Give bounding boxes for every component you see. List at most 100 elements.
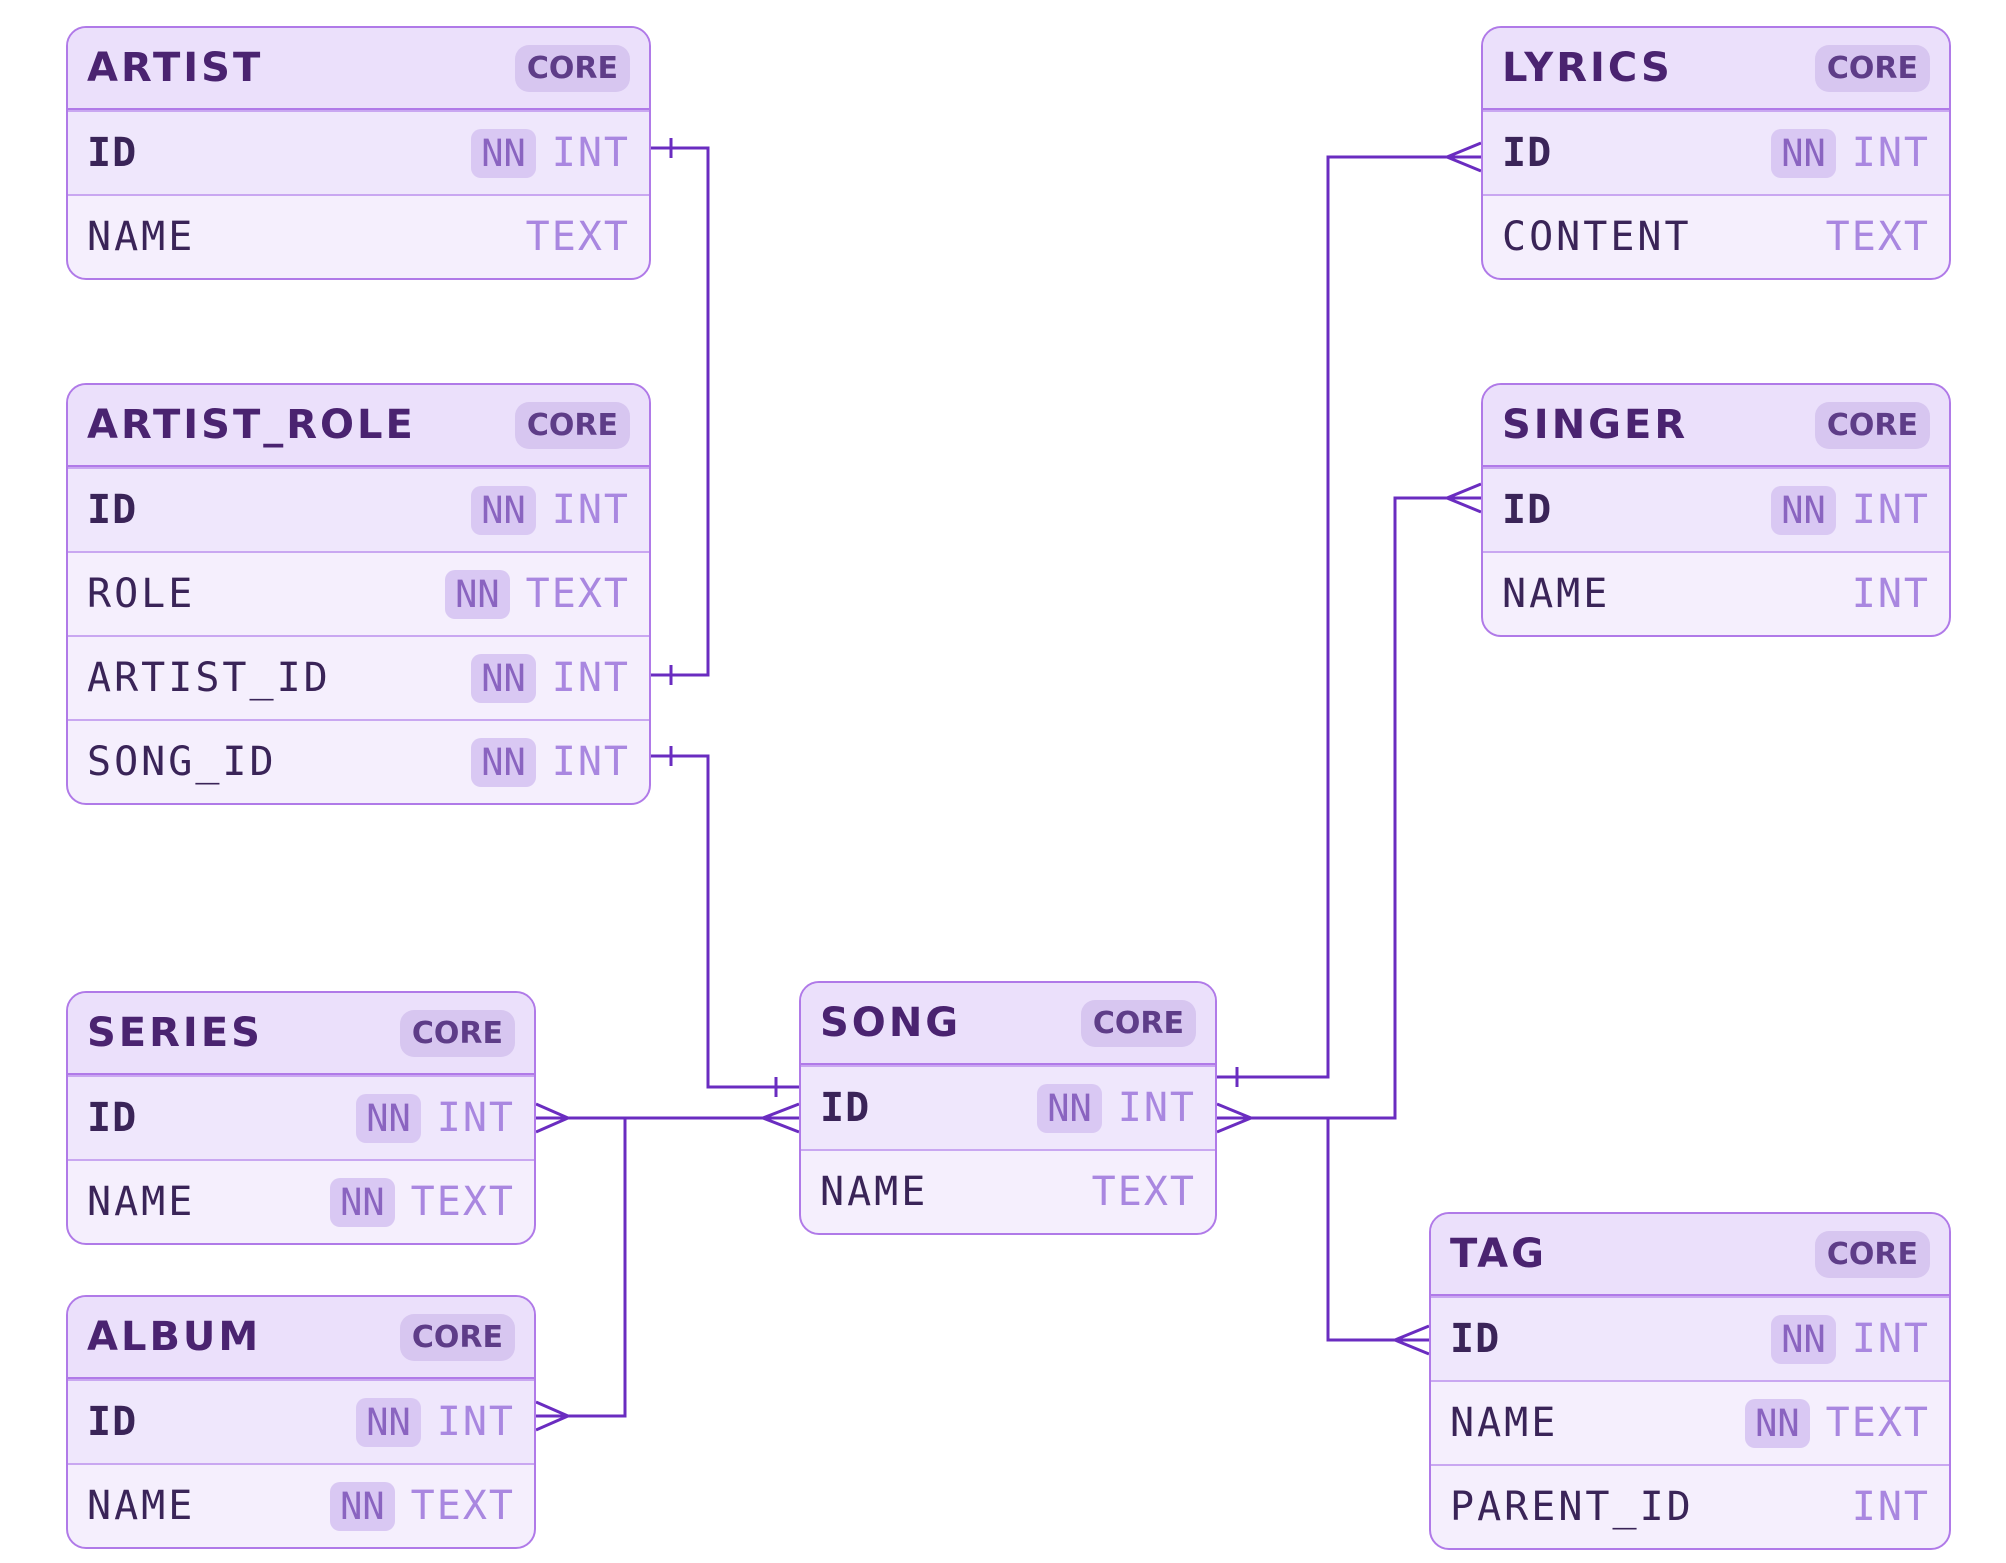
field-name: CONTENT bbox=[1502, 214, 1692, 260]
field-row-name[interactable]: NAME NN TEXT bbox=[68, 1159, 534, 1243]
field-name: ID bbox=[1450, 1316, 1501, 1362]
rel-song-left-many-marker bbox=[758, 1102, 800, 1134]
field-row-parent-id[interactable]: PARENT_ID INT bbox=[1431, 1464, 1949, 1548]
field-name: ID bbox=[1502, 130, 1553, 176]
field-row-id[interactable]: ID NN INT bbox=[1483, 467, 1949, 551]
field-row-id[interactable]: ID NN INT bbox=[68, 467, 649, 551]
field-name: NAME bbox=[87, 1483, 196, 1529]
field-name: ROLE bbox=[87, 571, 196, 617]
not-null-badge: NN bbox=[356, 1093, 421, 1143]
entity-song[interactable]: SONG CORE ID NN INT NAME TEXT bbox=[799, 981, 1217, 1235]
entity-lyrics[interactable]: LYRICS CORE ID NN INT CONTENT TEXT bbox=[1481, 26, 1951, 280]
field-type: TEXT bbox=[1825, 1400, 1930, 1446]
core-badge: CORE bbox=[1814, 401, 1930, 449]
field-row-content[interactable]: CONTENT TEXT bbox=[1483, 194, 1949, 278]
field-name: NAME bbox=[87, 214, 196, 260]
field-row-id[interactable]: ID NN INT bbox=[68, 110, 649, 194]
field-row-name[interactable]: NAME NN TEXT bbox=[68, 1463, 534, 1547]
rel-song-singer bbox=[1217, 496, 1481, 1120]
field-row-id[interactable]: ID NN INT bbox=[68, 1379, 534, 1463]
entity-title: SINGER bbox=[1502, 402, 1689, 448]
rel-album-many-marker bbox=[535, 1400, 572, 1432]
core-badge: CORE bbox=[399, 1009, 515, 1057]
not-null-badge: NN bbox=[1771, 485, 1836, 535]
field-type: TEXT bbox=[410, 1179, 515, 1225]
field-type: TEXT bbox=[525, 571, 630, 617]
field-row-role[interactable]: ROLE NN TEXT bbox=[68, 551, 649, 635]
entity-header: LYRICS CORE bbox=[1483, 28, 1949, 110]
field-row-artist-id[interactable]: ARTIST_ID NN INT bbox=[68, 635, 649, 719]
core-badge: CORE bbox=[1814, 1230, 1930, 1278]
field-row-song-id[interactable]: SONG_ID NN INT bbox=[68, 719, 649, 803]
field-type: INT bbox=[1851, 487, 1930, 533]
entity-title: SERIES bbox=[87, 1010, 263, 1056]
rel-song-lyrics bbox=[1217, 155, 1481, 1079]
entity-title: ARTIST_ROLE bbox=[87, 402, 416, 448]
rel-tag-many-marker bbox=[1391, 1324, 1430, 1356]
field-name: NAME bbox=[1502, 571, 1611, 617]
rel-series-many-marker bbox=[535, 1102, 572, 1134]
entity-header: ARTIST CORE bbox=[68, 28, 649, 110]
field-name: NAME bbox=[87, 1179, 196, 1225]
field-name: ID bbox=[87, 130, 138, 176]
field-type: INT bbox=[551, 487, 630, 533]
entity-header: ALBUM CORE bbox=[68, 1297, 534, 1379]
field-type: INT bbox=[1851, 1316, 1930, 1362]
field-name: ID bbox=[820, 1085, 871, 1131]
not-null-badge: NN bbox=[1745, 1398, 1810, 1448]
entity-title: TAG bbox=[1450, 1231, 1547, 1277]
entity-singer[interactable]: SINGER CORE ID NN INT NAME INT bbox=[1481, 383, 1951, 637]
core-badge: CORE bbox=[399, 1313, 515, 1361]
not-null-badge: NN bbox=[1037, 1083, 1102, 1133]
not-null-badge: NN bbox=[1771, 128, 1836, 178]
entity-tag[interactable]: TAG CORE ID NN INT NAME NN TEXT PARENT_I… bbox=[1429, 1212, 1951, 1550]
field-row-id[interactable]: ID NN INT bbox=[801, 1065, 1215, 1149]
field-type: TEXT bbox=[525, 214, 630, 260]
field-type: INT bbox=[1851, 130, 1930, 176]
entity-album[interactable]: ALBUM CORE ID NN INT NAME NN TEXT bbox=[66, 1295, 536, 1549]
entity-title: ALBUM bbox=[87, 1314, 262, 1360]
rel-artist-artist-role bbox=[651, 146, 710, 677]
field-type: INT bbox=[1851, 1484, 1930, 1530]
field-name: PARENT_ID bbox=[1450, 1484, 1694, 1530]
field-type: INT bbox=[551, 655, 630, 701]
field-type: INT bbox=[551, 739, 630, 785]
entity-series[interactable]: SERIES CORE ID NN INT NAME NN TEXT bbox=[66, 991, 536, 1245]
core-badge: CORE bbox=[1814, 44, 1930, 92]
not-null-badge: NN bbox=[471, 653, 536, 703]
field-row-name[interactable]: NAME TEXT bbox=[801, 1149, 1215, 1233]
rel-lyrics-many-marker bbox=[1443, 141, 1482, 173]
entity-header: ARTIST_ROLE CORE bbox=[68, 385, 649, 467]
field-row-id[interactable]: ID NN INT bbox=[1431, 1296, 1949, 1380]
not-null-badge: NN bbox=[330, 1481, 395, 1531]
rel-album-song bbox=[536, 1118, 627, 1418]
entity-header: SONG CORE bbox=[801, 983, 1215, 1065]
field-type: INT bbox=[1851, 571, 1930, 617]
not-null-badge: NN bbox=[445, 569, 510, 619]
not-null-badge: NN bbox=[471, 485, 536, 535]
not-null-badge: NN bbox=[330, 1177, 395, 1227]
entity-title: SONG bbox=[820, 1000, 962, 1046]
field-row-name[interactable]: NAME TEXT bbox=[68, 194, 649, 278]
entity-artist-role[interactable]: ARTIST_ROLE CORE ID NN INT ROLE NN TEXT … bbox=[66, 383, 651, 805]
field-name: ARTIST_ID bbox=[87, 655, 331, 701]
field-type: INT bbox=[551, 130, 630, 176]
rel-song-right-many-marker bbox=[1216, 1102, 1255, 1134]
field-type: INT bbox=[1117, 1085, 1196, 1131]
field-name: ID bbox=[1502, 487, 1553, 533]
field-row-id[interactable]: ID NN INT bbox=[68, 1075, 534, 1159]
not-null-badge: NN bbox=[356, 1397, 421, 1447]
field-name: NAME bbox=[1450, 1400, 1559, 1446]
not-null-badge: NN bbox=[1771, 1314, 1836, 1364]
not-null-badge: NN bbox=[471, 737, 536, 787]
entity-header: TAG CORE bbox=[1431, 1214, 1949, 1296]
field-row-name[interactable]: NAME INT bbox=[1483, 551, 1949, 635]
field-type: TEXT bbox=[1091, 1169, 1196, 1215]
field-row-name[interactable]: NAME NN TEXT bbox=[1431, 1380, 1949, 1464]
entity-artist[interactable]: ARTIST CORE ID NN INT NAME TEXT bbox=[66, 26, 651, 280]
field-name: ID bbox=[87, 1399, 138, 1445]
entity-header: SINGER CORE bbox=[1483, 385, 1949, 467]
entity-title: ARTIST bbox=[87, 45, 264, 91]
field-row-id[interactable]: ID NN INT bbox=[1483, 110, 1949, 194]
core-badge: CORE bbox=[514, 44, 630, 92]
